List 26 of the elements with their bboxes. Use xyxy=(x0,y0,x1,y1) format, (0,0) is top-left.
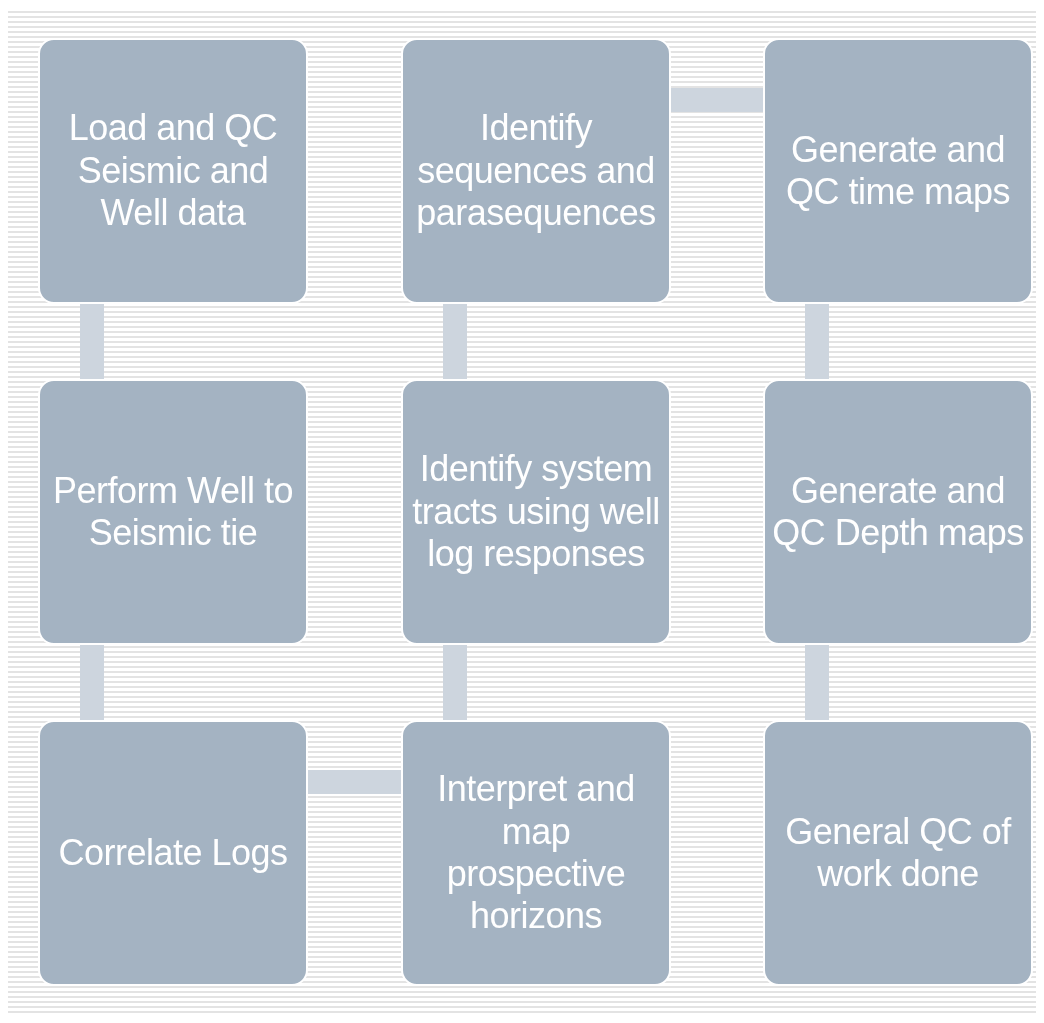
box-text: Interpret and map prospective horizons xyxy=(436,768,636,938)
process-box xyxy=(401,38,671,304)
connector-bar xyxy=(443,645,467,720)
process-box xyxy=(38,720,308,986)
connector-bar xyxy=(80,645,104,720)
process-box xyxy=(38,379,308,645)
process-box xyxy=(763,38,1033,304)
box-text: Generate and QC Depth maps xyxy=(771,469,1025,555)
connector-bar xyxy=(805,304,829,379)
process-box xyxy=(763,379,1033,645)
box-text: Perform Well to Seismic tie xyxy=(52,469,294,555)
box-text: Generate and QC time maps xyxy=(784,128,1011,214)
connector-bar xyxy=(308,770,401,794)
box-text: Load and QC Seismic and Well data xyxy=(67,107,279,235)
box-text: Identify system tracts using well log responses xyxy=(411,448,661,576)
connector-bar xyxy=(671,88,763,112)
box-text: Correlate Logs xyxy=(58,831,288,875)
box-text: Identify sequences and parasequences xyxy=(415,107,657,235)
process-box xyxy=(38,38,308,304)
process-box xyxy=(763,720,1033,986)
process-box xyxy=(401,720,671,986)
box-text: General QC of work done xyxy=(784,810,1013,896)
process-box xyxy=(401,379,671,645)
connector-bar xyxy=(443,304,467,379)
connector-bar xyxy=(805,645,829,720)
connector-bar xyxy=(80,304,104,379)
